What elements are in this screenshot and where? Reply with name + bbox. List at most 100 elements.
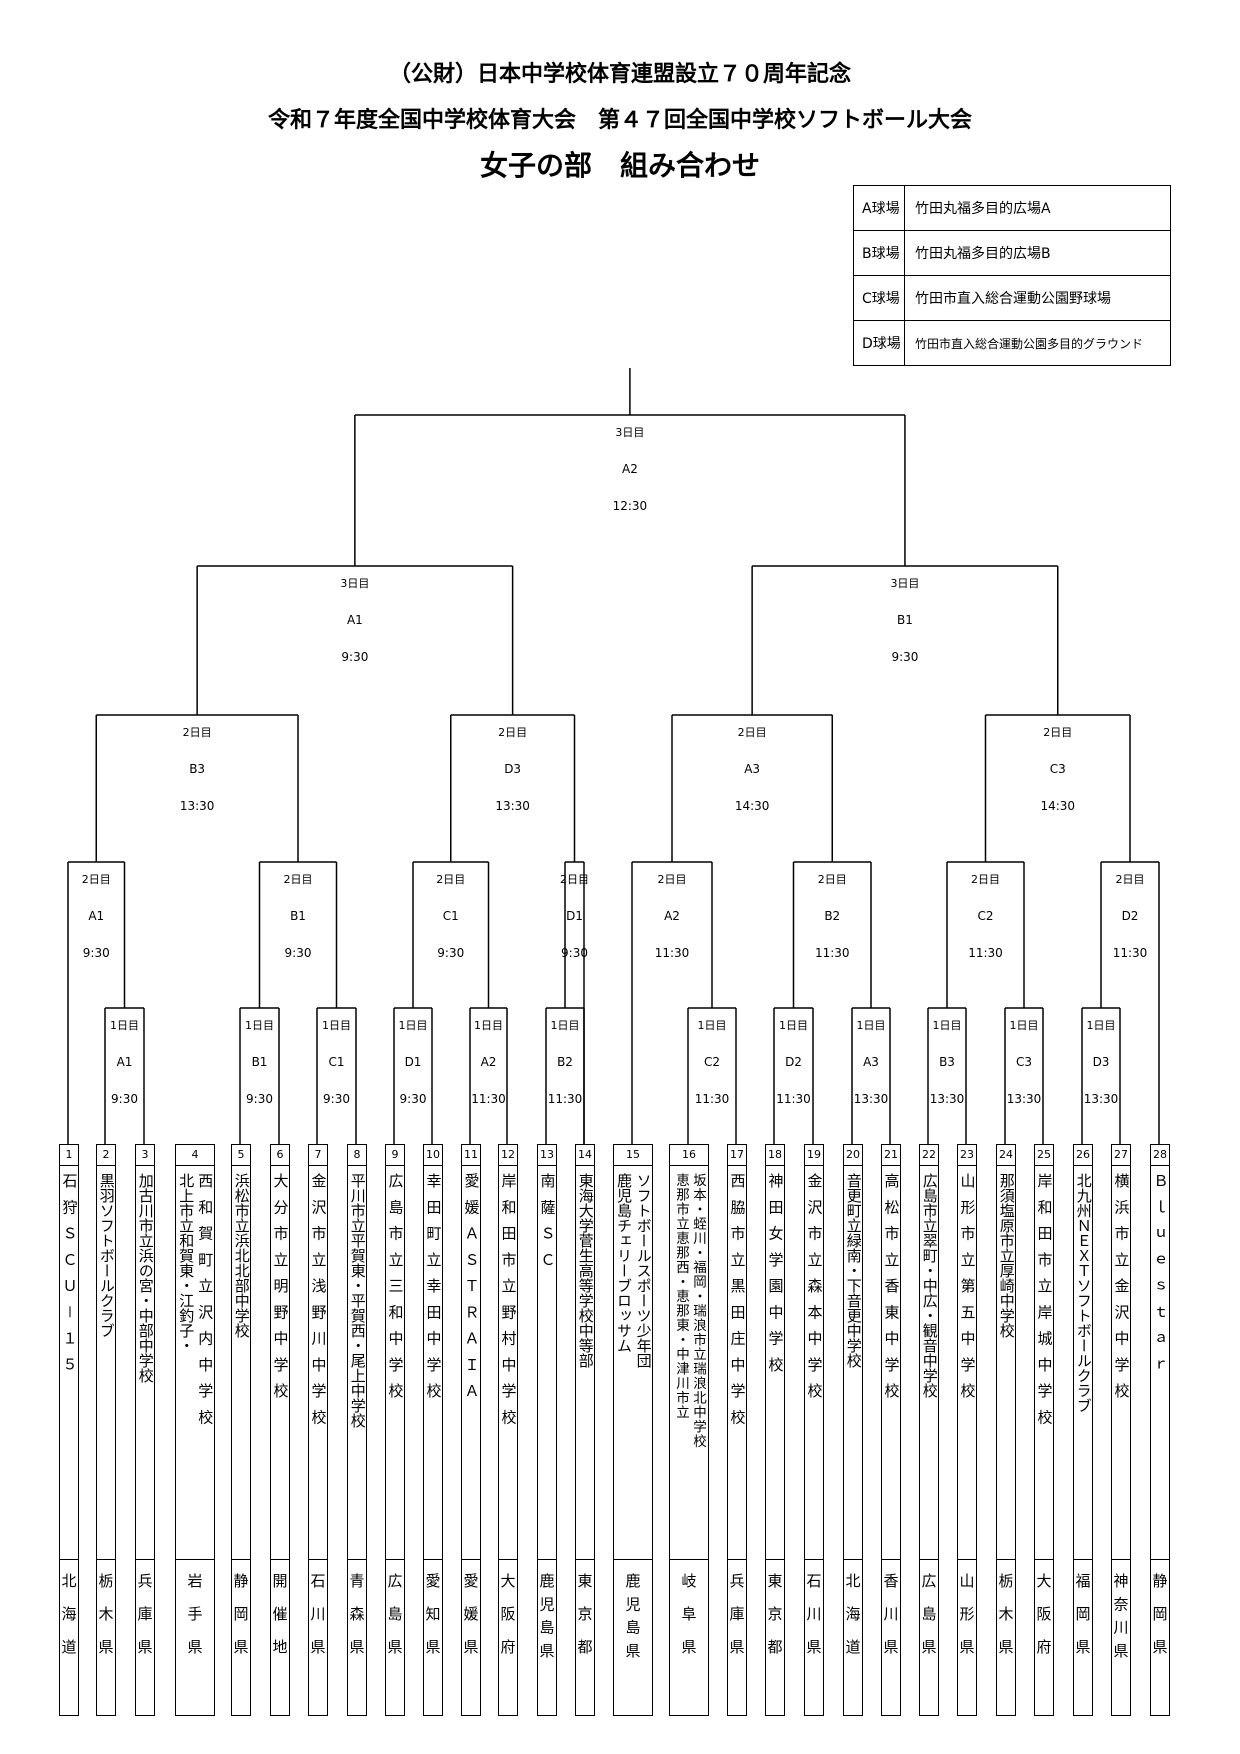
team-prefecture: 東京都 <box>575 1573 594 1672</box>
team-prefecture: 神奈川県 <box>1111 1573 1130 1666</box>
team-name: 加古川市立浜の宮・中部中学校 <box>136 1173 154 1383</box>
match-time: 11:30 <box>815 946 850 960</box>
team-divider <box>176 1559 214 1560</box>
team-prefecture-wrap: 兵庫県 <box>136 1573 154 1672</box>
team-name-line: 北九州ＮＥＸＴソフトボールクラブ <box>1074 1173 1093 1413</box>
team-prefecture: 北海道 <box>843 1573 862 1672</box>
team-number: 4 <box>176 1145 214 1166</box>
team-prefecture: 山形県 <box>957 1573 976 1672</box>
team-divider <box>844 1559 862 1560</box>
team-prefecture: 栃木県 <box>96 1573 115 1672</box>
team-prefecture: 鹿児島県 <box>537 1573 556 1666</box>
match-time: 13:30 <box>495 799 530 813</box>
team-prefecture-wrap: 岐阜県 <box>670 1573 708 1672</box>
match-time: 13:30 <box>180 799 215 813</box>
team-name: 北上市立和賀東・江釣子・西和賀町立沢内中学校 <box>176 1173 214 1436</box>
team-divider <box>462 1559 480 1560</box>
team-prefecture: 広島県 <box>385 1573 404 1672</box>
team-name-line: 広島市立翠町・中広・観音中学校 <box>920 1173 939 1398</box>
team-number: 17 <box>728 1145 746 1166</box>
team-name: 広島市立三和中学校 <box>386 1173 405 1409</box>
match-court: B2 <box>557 1055 573 1069</box>
team-name: 広島市立翠町・中広・観音中学校 <box>920 1173 938 1398</box>
team-name: 高松市立香東中学校 <box>882 1173 901 1409</box>
team-name-line: 岸和田市立野村中学校 <box>499 1173 518 1436</box>
team-number: 8 <box>348 1145 366 1166</box>
team-prefecture-wrap: 大阪府 <box>1035 1573 1053 1672</box>
team-divider <box>1035 1559 1053 1560</box>
team-box: 23 山形市立第五中学校山形県 <box>957 1144 977 1716</box>
match-time: 11:30 <box>695 1092 730 1106</box>
match-time: 14:30 <box>735 799 770 813</box>
team-divider <box>424 1559 442 1560</box>
team-prefecture: 鹿児島県 <box>623 1573 642 1666</box>
team-prefecture: 兵庫県 <box>135 1573 154 1672</box>
team-box: 9 広島市立三和中学校広島県 <box>385 1144 405 1716</box>
match-day: 3日目 <box>615 426 644 439</box>
match-day: 2日目 <box>498 726 527 739</box>
team-box: 13 南薩ＳＣ 鹿児島県 <box>537 1144 557 1716</box>
team-prefecture-wrap: 広島県 <box>920 1573 938 1672</box>
team-name: 岸和田市立岸城中学校 <box>1035 1173 1054 1436</box>
team-name-line: 金沢市立浅野川中学校 <box>309 1173 328 1436</box>
match-time: 9:30 <box>323 1092 350 1106</box>
team-prefecture: 岐阜県 <box>679 1573 698 1672</box>
team-divider <box>538 1559 556 1560</box>
match-court: B1 <box>897 613 913 627</box>
match-time: 11:30 <box>471 1092 506 1106</box>
match-court: A1 <box>88 909 104 923</box>
team-name-line: 坂本・蛭川・福岡・瑞浪市立瑞浪北中学校 <box>690 1173 706 1449</box>
match-court: A1 <box>117 1055 133 1069</box>
team-name: 北九州ＮＥＸＴソフトボールクラブ <box>1074 1173 1092 1413</box>
team-divider <box>997 1559 1015 1560</box>
team-prefecture: 大阪府 <box>498 1573 517 1672</box>
team-number: 5 <box>232 1145 250 1166</box>
team-name-line: 山形市立第五中学校 <box>958 1173 977 1410</box>
match-court: C1 <box>443 909 459 923</box>
page-title: 女子の部 組み合わせ <box>479 149 760 182</box>
team-divider <box>271 1559 289 1560</box>
team-prefecture: 福岡県 <box>1073 1573 1092 1672</box>
match-day: 1日目 <box>1087 1019 1116 1032</box>
match-time: 9:30 <box>437 946 464 960</box>
venue-row: C球場 竹田市直入総合運動公園野球場 <box>853 275 1171 321</box>
team-prefecture-wrap: 石川県 <box>805 1573 823 1672</box>
team-number: 13 <box>538 1145 556 1166</box>
team-prefecture-wrap: 静岡県 <box>1151 1573 1169 1672</box>
team-name: 恵那市立恵那西・恵那東・中津川市立坂本・蛭川・福岡・瑞浪市立瑞浪北中学校 <box>670 1173 708 1449</box>
team-number: 24 <box>997 1145 1015 1166</box>
team-name: 石狩ＳＣＵ－１５ <box>60 1173 79 1383</box>
match-day: 1日目 <box>474 1019 503 1032</box>
team-prefecture-wrap: 神奈川県 <box>1112 1573 1130 1666</box>
team-number: 9 <box>386 1145 404 1166</box>
team-name: 浜松市立浜北北部中学校 <box>232 1173 250 1338</box>
team-name-line: 神田女学園中学校 <box>766 1173 785 1383</box>
team-prefecture-wrap: 栃木県 <box>97 1573 115 1672</box>
team-prefecture: 開催地 <box>270 1573 289 1672</box>
team-name: 横浜市立金沢中学校 <box>1112 1173 1131 1409</box>
team-prefecture-wrap: 東京都 <box>766 1573 784 1672</box>
team-divider <box>97 1559 115 1560</box>
team-number: 23 <box>958 1145 976 1166</box>
match-court: D1 <box>405 1055 422 1069</box>
team-prefecture: 北海道 <box>59 1573 78 1672</box>
match-time: 9:30 <box>341 650 368 664</box>
team-prefecture: 香川県 <box>881 1573 900 1672</box>
match-day: 2日目 <box>183 726 212 739</box>
match-court: D1 <box>566 909 583 923</box>
team-number: 7 <box>309 1145 327 1166</box>
team-name-line: 南薩ＳＣ <box>538 1173 557 1278</box>
team-divider <box>499 1559 517 1560</box>
team-name: 金沢市立森本中学校 <box>805 1173 824 1409</box>
